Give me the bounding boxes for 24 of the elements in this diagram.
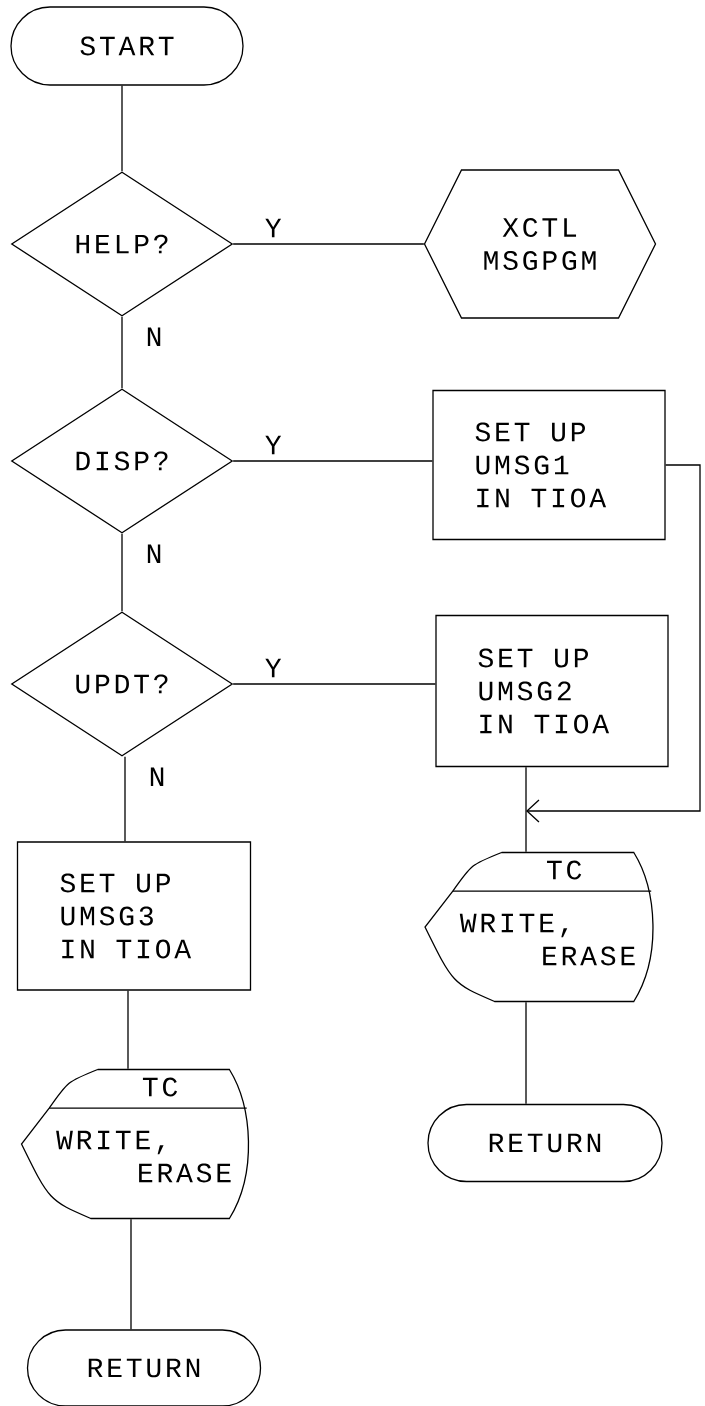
process-box: SET UP UMSG3 IN TIOA — [16, 841, 252, 991]
edge-label: Y — [263, 217, 283, 239]
connector-line — [232, 460, 433, 462]
connector-line — [525, 1001, 527, 1105]
connector-line — [130, 1218, 132, 1330]
edge-label: Y — [263, 434, 283, 456]
connector-line — [124, 756, 126, 842]
process-box: SET UP UMSG1 IN TIOA — [432, 389, 666, 541]
process-box: SET UP UMSG2 IN TIOA — [435, 614, 669, 768]
edge-label: N — [147, 766, 167, 787]
edge-label: N — [144, 326, 164, 347]
arrow — [526, 464, 701, 823]
display-shape: TC WRITE, ERASE — [20, 1068, 250, 1220]
display-shape: TC WRITE, ERASE — [424, 851, 654, 1003]
connector-line — [232, 243, 425, 245]
connector-line — [121, 533, 123, 612]
edge-label: N — [144, 543, 164, 564]
preparation-hexagon: XCTL MSGPGM — [423, 169, 657, 319]
edge-label: Y — [263, 657, 283, 679]
connector-line — [127, 990, 129, 1070]
connector-line — [121, 85, 123, 172]
connector-line — [232, 683, 436, 685]
connector-line — [525, 766, 527, 853]
connector-line — [121, 316, 123, 389]
